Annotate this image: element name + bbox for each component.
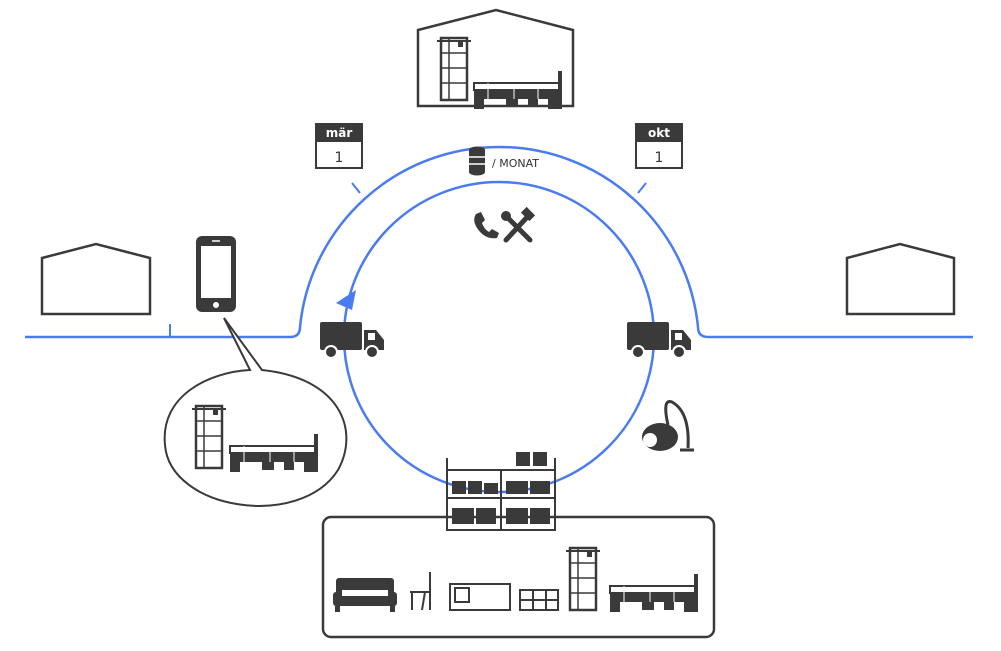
app-inventory-bubble [163,317,348,507]
calendar-end-month: okt [648,126,670,140]
house-right [845,242,956,316]
warehouse-shelf [446,452,556,531]
tools-icon [501,206,536,243]
smartphone-icon [196,236,236,312]
truck-icon-right [626,321,692,359]
house-top [416,8,575,110]
low-shelf-icon [519,589,559,611]
storage-cycle [342,180,656,494]
transport-route-line [25,145,973,339]
house-left [40,242,152,316]
route-tick-end [637,182,647,194]
route-tick-start [351,182,361,194]
calendar-end-day: 1 [655,150,664,166]
vacuum-cleaner-icon [642,400,694,452]
calendar-start: mär 1 [315,123,363,169]
cycle-arrow-icon [336,290,356,310]
storage-unit [321,515,716,639]
monthly-fee-label: / MONAT [492,157,539,170]
truck-icon-left [319,321,385,359]
desk-icon [449,583,511,611]
database-coins-icon [469,146,485,176]
sofa-icon [333,578,397,612]
phone-icon [474,212,499,239]
calendar-start-day: 1 [335,150,344,166]
chair-icon [410,572,431,611]
calendar-start-month: mär [326,126,353,140]
calendar-end: okt 1 [635,123,683,169]
